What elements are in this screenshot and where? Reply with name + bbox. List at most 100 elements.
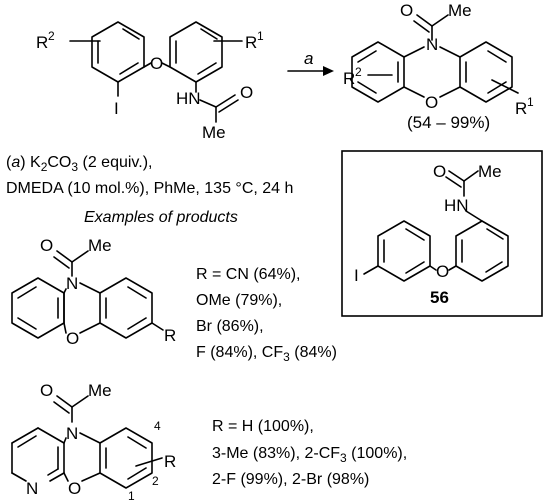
ether-bond — [161, 62, 171, 68]
product-yield-range: (54 – 99%) — [407, 113, 490, 132]
example-2-structure: O Me N N O R 4 2 1 — [11, 381, 176, 503]
ex2-pyridine-bond — [49, 472, 65, 482]
product-r1-label: R — [515, 99, 527, 118]
ex1-yield-line-4: F (84%), CF3 (84%) — [196, 344, 337, 364]
product-r1-bond — [491, 79, 519, 94]
carbonyl-double-bond — [218, 99, 239, 113]
arrow-condition-label: a — [304, 49, 313, 68]
ex1-yield-line-4-sub: 3 — [283, 350, 290, 364]
ex1-ring-oxygen-label: O — [66, 329, 79, 348]
reaction-arrow: a — [287, 49, 334, 76]
product-methyl-bond — [431, 14, 449, 27]
r1-label: R — [245, 33, 257, 52]
ex1-yield-line-1: R = CN (64%), — [196, 266, 300, 283]
product-ring-oxygen-label: O — [425, 93, 438, 112]
ex2-yield-line-2-sub: 3 — [340, 451, 347, 465]
r1-superscript: 1 — [257, 29, 264, 43]
ex2-pyridine-nitrogen-label: N — [26, 479, 38, 498]
ex1-carbonyl-oxygen-label: O — [40, 236, 53, 255]
c56-iodine-label: I — [354, 266, 359, 285]
c56-methyl-bond — [463, 170, 479, 182]
compound-56-label: 56 — [430, 288, 449, 307]
example-2-yields: R = H (100%), 3-Me (83%), 2-CF3 (100%), … — [212, 418, 407, 488]
compound-56-box: O Me HN I O 56 — [341, 150, 543, 317]
ex2-yield-line-2-b: (100%), — [347, 445, 407, 462]
ex1-r-bond — [151, 322, 164, 331]
c56-left-ring-double-bond — [405, 228, 425, 241]
amide-bond — [199, 99, 217, 108]
c56-right-ring-double-bond — [486, 228, 504, 240]
ex2-pyridine-double-bond — [17, 435, 37, 448]
ex2-yield-line-2: 3-Me (83%), 2-CF3 (100%), — [212, 445, 407, 465]
ex1-left-ring-double-bond — [17, 317, 37, 330]
product-methyl-label: Me — [448, 1, 472, 20]
ex2-right-ring-double-bond — [127, 436, 147, 449]
ex2-position-2-label: 2 — [152, 474, 159, 488]
conditions-reagent-sub2: 3 — [71, 160, 78, 174]
product-r2-superscript: 2 — [355, 65, 362, 79]
example-1-structure: O Me N O R — [11, 236, 176, 348]
ex2-yield-line-1: R = H (100%), — [212, 418, 314, 435]
reactant-right-ring — [169, 21, 223, 83]
ex2-r-label: R — [164, 452, 176, 471]
iodine-label: I — [114, 99, 119, 118]
ex1-right-ring-double-bond — [127, 286, 147, 299]
ex1-left-ring-double-bond — [17, 286, 37, 299]
product-n-bond — [403, 46, 425, 58]
ex2-ring-oxygen-label: O — [68, 479, 81, 498]
ex2-position-4-label: 4 — [154, 419, 161, 433]
arrow-head — [323, 66, 334, 76]
product-right-ring-double-bond — [487, 50, 507, 63]
product-o-bond — [403, 86, 425, 98]
conditions-line-2: DMEDA (10 mol.%), PhMe, 135 °C, 24 h — [6, 180, 293, 197]
ex2-carbonyl-double-bond — [56, 395, 73, 408]
ex2-o-bond — [63, 472, 69, 482]
reactant-left-ring-double-bond — [122, 28, 140, 40]
conditions-open-paren: ( — [6, 154, 12, 171]
c56-methyl-label: Me — [478, 162, 502, 181]
product-carbonyl-oxygen-label: O — [400, 1, 413, 20]
conditions-line-1: (a) K2CO3 (2 equiv.), — [6, 154, 152, 174]
ex1-carbonyl-double-bond — [56, 250, 73, 263]
c56-left-ring-double-bond — [405, 261, 425, 274]
c56-nh-label: HN — [444, 196, 469, 215]
ex2-n-bond — [79, 432, 101, 444]
conditions-reagent-co: CO — [47, 154, 71, 171]
ex2-pyridine-double-bond — [47, 468, 59, 476]
reaction-conditions: (a) K2CO3 (2 equiv.), DMEDA (10 mol.%), … — [6, 154, 293, 226]
example-1-yields: R = CN (64%), OMe (79%), Br (86%), F (84… — [196, 266, 337, 364]
c56-nh-bond — [465, 210, 483, 222]
methyl-label: Me — [202, 123, 226, 142]
ex2-methyl-bond — [71, 395, 89, 408]
carbonyl-oxygen-label: O — [240, 83, 253, 102]
c56-carbonyl-double-bond — [448, 170, 465, 182]
reactant-structure: R 2 R 1 O I HN O Me — [36, 21, 264, 142]
r2-superscript: 2 — [48, 29, 55, 43]
c56-left-ring — [377, 220, 431, 282]
product-n-bond — [439, 46, 461, 58]
ex2-nitrogen-label: N — [66, 424, 78, 443]
ex2-pyridine-bond — [37, 427, 65, 444]
ex1-r-label: R — [164, 326, 176, 345]
ex2-r-bond — [135, 457, 163, 467]
ex1-right-ring-double-bond — [127, 317, 147, 330]
nh-label: HN — [176, 89, 201, 108]
ex1-yield-line-4-b: (84%) — [290, 344, 337, 361]
reactant-right-ring-double-bond — [197, 62, 217, 75]
c56-carbonyl-double-bond — [445, 176, 462, 188]
compound-56-frame — [341, 150, 543, 317]
ex1-nitrogen-label: N — [66, 274, 78, 293]
c56-carbonyl-oxygen-label: O — [433, 162, 446, 181]
product-left-ring-double-bond — [357, 81, 377, 94]
c56-right-ring-double-bond — [485, 261, 503, 273]
ex1-left-ring — [11, 277, 65, 339]
ex1-o-bond — [79, 322, 101, 334]
ex1-right-ring — [99, 277, 153, 339]
product-right-ring-double-bond — [487, 81, 507, 94]
ex2-position-1-label: 1 — [128, 489, 135, 503]
c56-ether-bond — [429, 265, 437, 271]
ex1-methyl-label: Me — [88, 236, 112, 255]
c56-ether-oxygen-label: O — [436, 262, 449, 281]
ex2-right-ring — [99, 427, 153, 489]
ex1-yield-line-2: OMe (79%), — [196, 292, 282, 309]
